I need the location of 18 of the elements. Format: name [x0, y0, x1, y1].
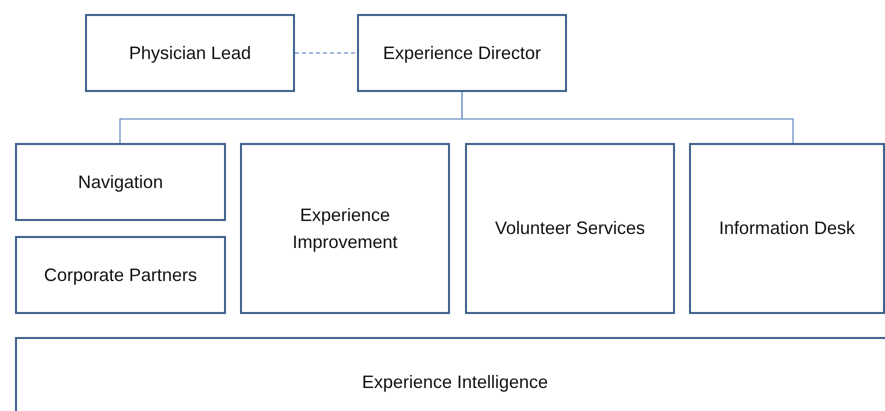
- connector-line: [295, 52, 357, 54]
- box-label: Physician Lead: [128, 42, 252, 65]
- box-label: Experience Intelligence: [362, 370, 548, 394]
- org-box: [85, 14, 295, 92]
- org-box: [15, 143, 226, 221]
- box-label: Corporate Partners: [44, 264, 198, 287]
- org-box: [357, 14, 567, 92]
- box-label: Experience Improvement: [291, 204, 399, 254]
- box-label: Experience Director: [382, 42, 542, 65]
- box-label: Volunteer Services: [494, 217, 646, 240]
- box-label: Navigation: [78, 170, 164, 194]
- org-box: [15, 337, 885, 411]
- org-box: [465, 143, 675, 314]
- org-box: [240, 143, 450, 314]
- org-box: [15, 236, 226, 314]
- org-box: [689, 143, 885, 314]
- connector-line: [461, 92, 794, 143]
- box-label: Information Desk: [718, 217, 856, 240]
